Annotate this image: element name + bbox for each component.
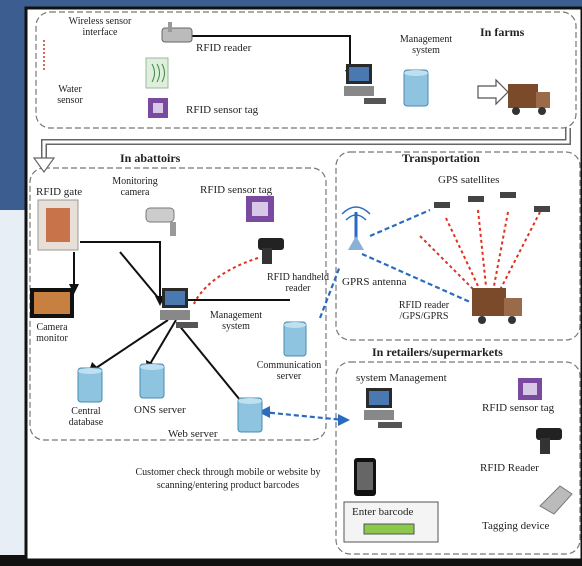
region-title-farms: In farms — [480, 25, 525, 39]
label-monitoring-camera: Monitoring camera — [112, 176, 158, 198]
label-ons-server: ONS server — [134, 404, 186, 416]
label-customer-check: Customer check through mobile or website… — [135, 467, 321, 491]
label-gps-satellites: GPS satellites — [438, 174, 500, 186]
label-rfid-reader-retail: RFID Reader — [480, 462, 539, 474]
label-wireless-sensor-interface: Wireless sensor interface — [68, 16, 132, 38]
label-tagging-device: Tagging device — [482, 520, 550, 532]
label-system-management-retail: system Management — [356, 372, 447, 384]
label-management-system-farm: Management system — [399, 34, 453, 56]
label-gprs-antenna: GPRS antenna — [342, 276, 407, 288]
label-enter-barcode: Enter barcode — [352, 506, 414, 518]
label-rfid-reader-gps-gprs: RFID reader /GPS/GPRS — [398, 300, 450, 322]
label-central-database: Central database — [68, 406, 104, 428]
label-communication-server: Communication server — [256, 360, 322, 382]
label-water-sensor: Water sensor — [57, 84, 83, 106]
label-rfid-sensor-tag-abattoir: RFID sensor tag — [200, 184, 273, 196]
label-rfid-handheld-reader: RFID handheld reader — [267, 272, 329, 294]
region-title-retail: In retailers/supermarkets — [372, 345, 503, 359]
label-web-server: Web server — [168, 428, 218, 440]
label-management-system-abattoir: Management system — [209, 310, 263, 332]
region-title-transportation: Transportation — [402, 151, 480, 165]
label-camera-monitor: Camera monitor — [36, 322, 68, 344]
label-rfid-reader-farm: RFID reader — [196, 42, 252, 54]
region-title-abattoirs: In abattoirs — [120, 151, 181, 165]
label-rfid-sensor-tag-retail: RFID sensor tag — [482, 402, 555, 414]
label-rfid-sensor-tag-farm: RFID sensor tag — [186, 104, 259, 116]
label-rfid-gate: RFID gate — [36, 186, 83, 198]
